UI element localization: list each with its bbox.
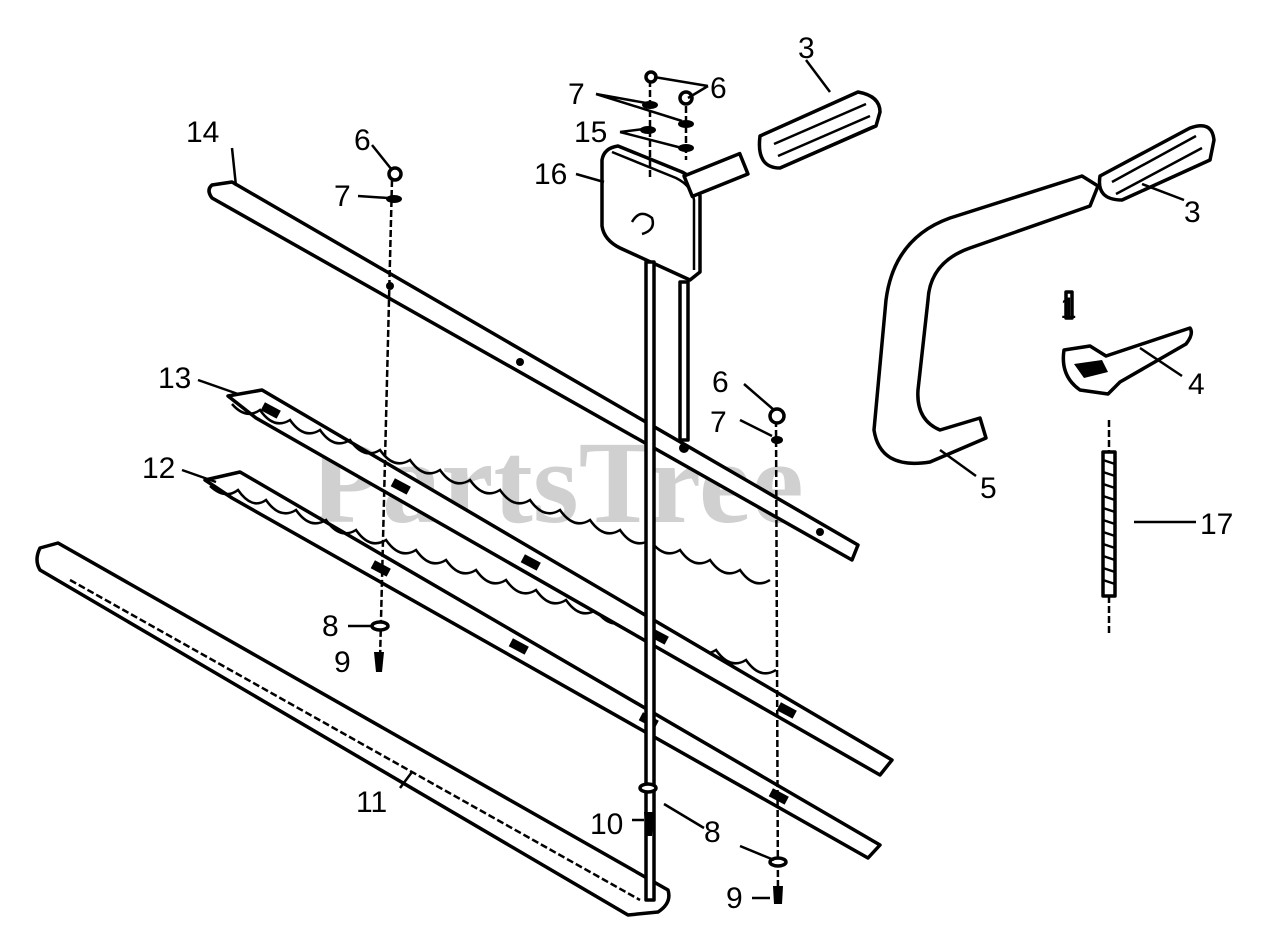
- part-13-upper-blade[interactable]: [226, 388, 894, 777]
- fastener-stack-left[interactable]: [370, 166, 403, 672]
- callout-leaders: [181, 59, 1196, 900]
- part-5-handle-tube[interactable]: [872, 174, 1100, 466]
- part-17-spring[interactable]: [1101, 420, 1117, 634]
- callout-labels: 14 13 12 11 6 7 7 6 15 16 3 3 1 4 5 17 6…: [142, 32, 1233, 915]
- callout-1: 1: [1060, 292, 1077, 325]
- callout-6-top: 6: [710, 72, 727, 105]
- callout-4: 4: [1188, 368, 1205, 401]
- callout-6-left: 6: [354, 124, 371, 157]
- callout-7-right: 7: [710, 406, 727, 439]
- callout-10: 10: [590, 808, 623, 841]
- callout-16: 16: [534, 158, 567, 191]
- part-3-grip-lower[interactable]: [1097, 124, 1216, 202]
- part-1-screw[interactable]: [1064, 290, 1074, 320]
- callout-12: 12: [142, 452, 175, 485]
- callout-3-upper: 3: [798, 32, 815, 65]
- callout-13: 13: [158, 362, 191, 395]
- callout-17: 17: [1200, 508, 1233, 541]
- callout-5: 5: [980, 472, 997, 505]
- part-3-grip-upper[interactable]: [757, 90, 882, 170]
- callout-8-left: 8: [322, 610, 339, 643]
- callout-7-left: 7: [334, 180, 351, 213]
- callout-14: 14: [186, 116, 219, 149]
- part-11-guide-bar[interactable]: [35, 541, 671, 917]
- callout-9-right: 9: [726, 882, 743, 915]
- callout-11: 11: [356, 786, 387, 819]
- fastener-stack-right[interactable]: [768, 407, 788, 904]
- callout-15: 15: [574, 116, 607, 149]
- callout-6-right: 6: [712, 366, 729, 399]
- callout-8-right: 8: [704, 816, 721, 849]
- part-4-throttle-trigger[interactable]: [1061, 326, 1194, 396]
- callout-9-left: 9: [334, 646, 351, 679]
- callout-3-lower: 3: [1184, 196, 1201, 229]
- callout-7-top: 7: [568, 78, 585, 111]
- part-16-handle-bracket[interactable]: [600, 144, 750, 902]
- fastener-stack-center[interactable]: [638, 782, 658, 836]
